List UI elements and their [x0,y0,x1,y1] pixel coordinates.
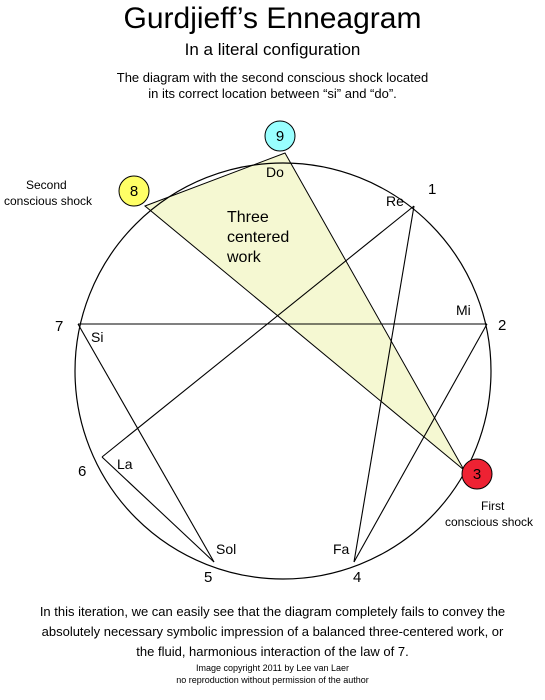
page-subtitle: In a literal configuration [184,40,361,59]
commentary-paragraph: In this iteration, we can easily see tha… [0,602,545,662]
point-3-marker [461,458,493,490]
note-si-label: Si [91,329,103,345]
three-centered-work-line: Three [227,209,269,226]
point-8-number: 8 [130,183,138,200]
point-5-number: 5 [204,569,212,586]
three-centered-work-line: work [226,249,262,266]
three-centered-work-line: centered [227,229,289,246]
description-line: in its correct location between “si” and… [148,86,397,101]
note-do-label: Do [266,164,284,180]
copyright-line: no reproduction without permission of th… [176,675,369,685]
first-shock-label: First [481,499,505,513]
point-7-number: 7 [55,318,63,335]
note-la-label: La [117,456,133,472]
point-2-number: 2 [498,317,506,334]
second-shock-label: conscious shock [4,194,93,208]
description-line: The diagram with the second conscious sh… [116,70,429,85]
commentary-line: In this iteration, we can easily see tha… [39,604,506,619]
first-shock-label: conscious shock [445,515,534,529]
diagram-description: The diagram with the second conscious sh… [0,70,545,102]
point-9-marker [264,120,296,152]
second-shock-label: Second [26,178,67,192]
inner-lines [77,205,488,563]
point-4-number: 4 [353,569,361,586]
note-mi-label: Mi [456,302,471,318]
three-centered-triangle [144,152,465,471]
note-sol-label: Sol [216,541,236,557]
point-1-number: 1 [428,181,436,198]
line-7-5 [77,323,215,563]
point-6-number: 6 [78,463,86,480]
note-re-label: Re [386,193,404,209]
page-title: Gurdjieff’s Enneagram [123,2,422,35]
point-3-number: 3 [473,466,481,483]
point-9-number: 9 [276,128,284,145]
point-8-marker [118,175,150,207]
copyright-line: Image copyright 2011 by Lee van Laer [196,663,349,673]
line-5-6 [101,456,215,563]
note-fa-label: Fa [333,541,350,557]
copyright-footer: Image copyright 2011 by Lee van Laer no … [0,662,545,686]
commentary-line: absolutely necessary symbolic impression… [41,624,504,639]
enneagram-circle [74,162,492,580]
line-6-1 [101,205,415,458]
commentary-line: the fluid, harmonious interaction of the… [136,644,409,659]
line-4-2 [353,323,488,563]
line-1-4 [353,205,415,563]
